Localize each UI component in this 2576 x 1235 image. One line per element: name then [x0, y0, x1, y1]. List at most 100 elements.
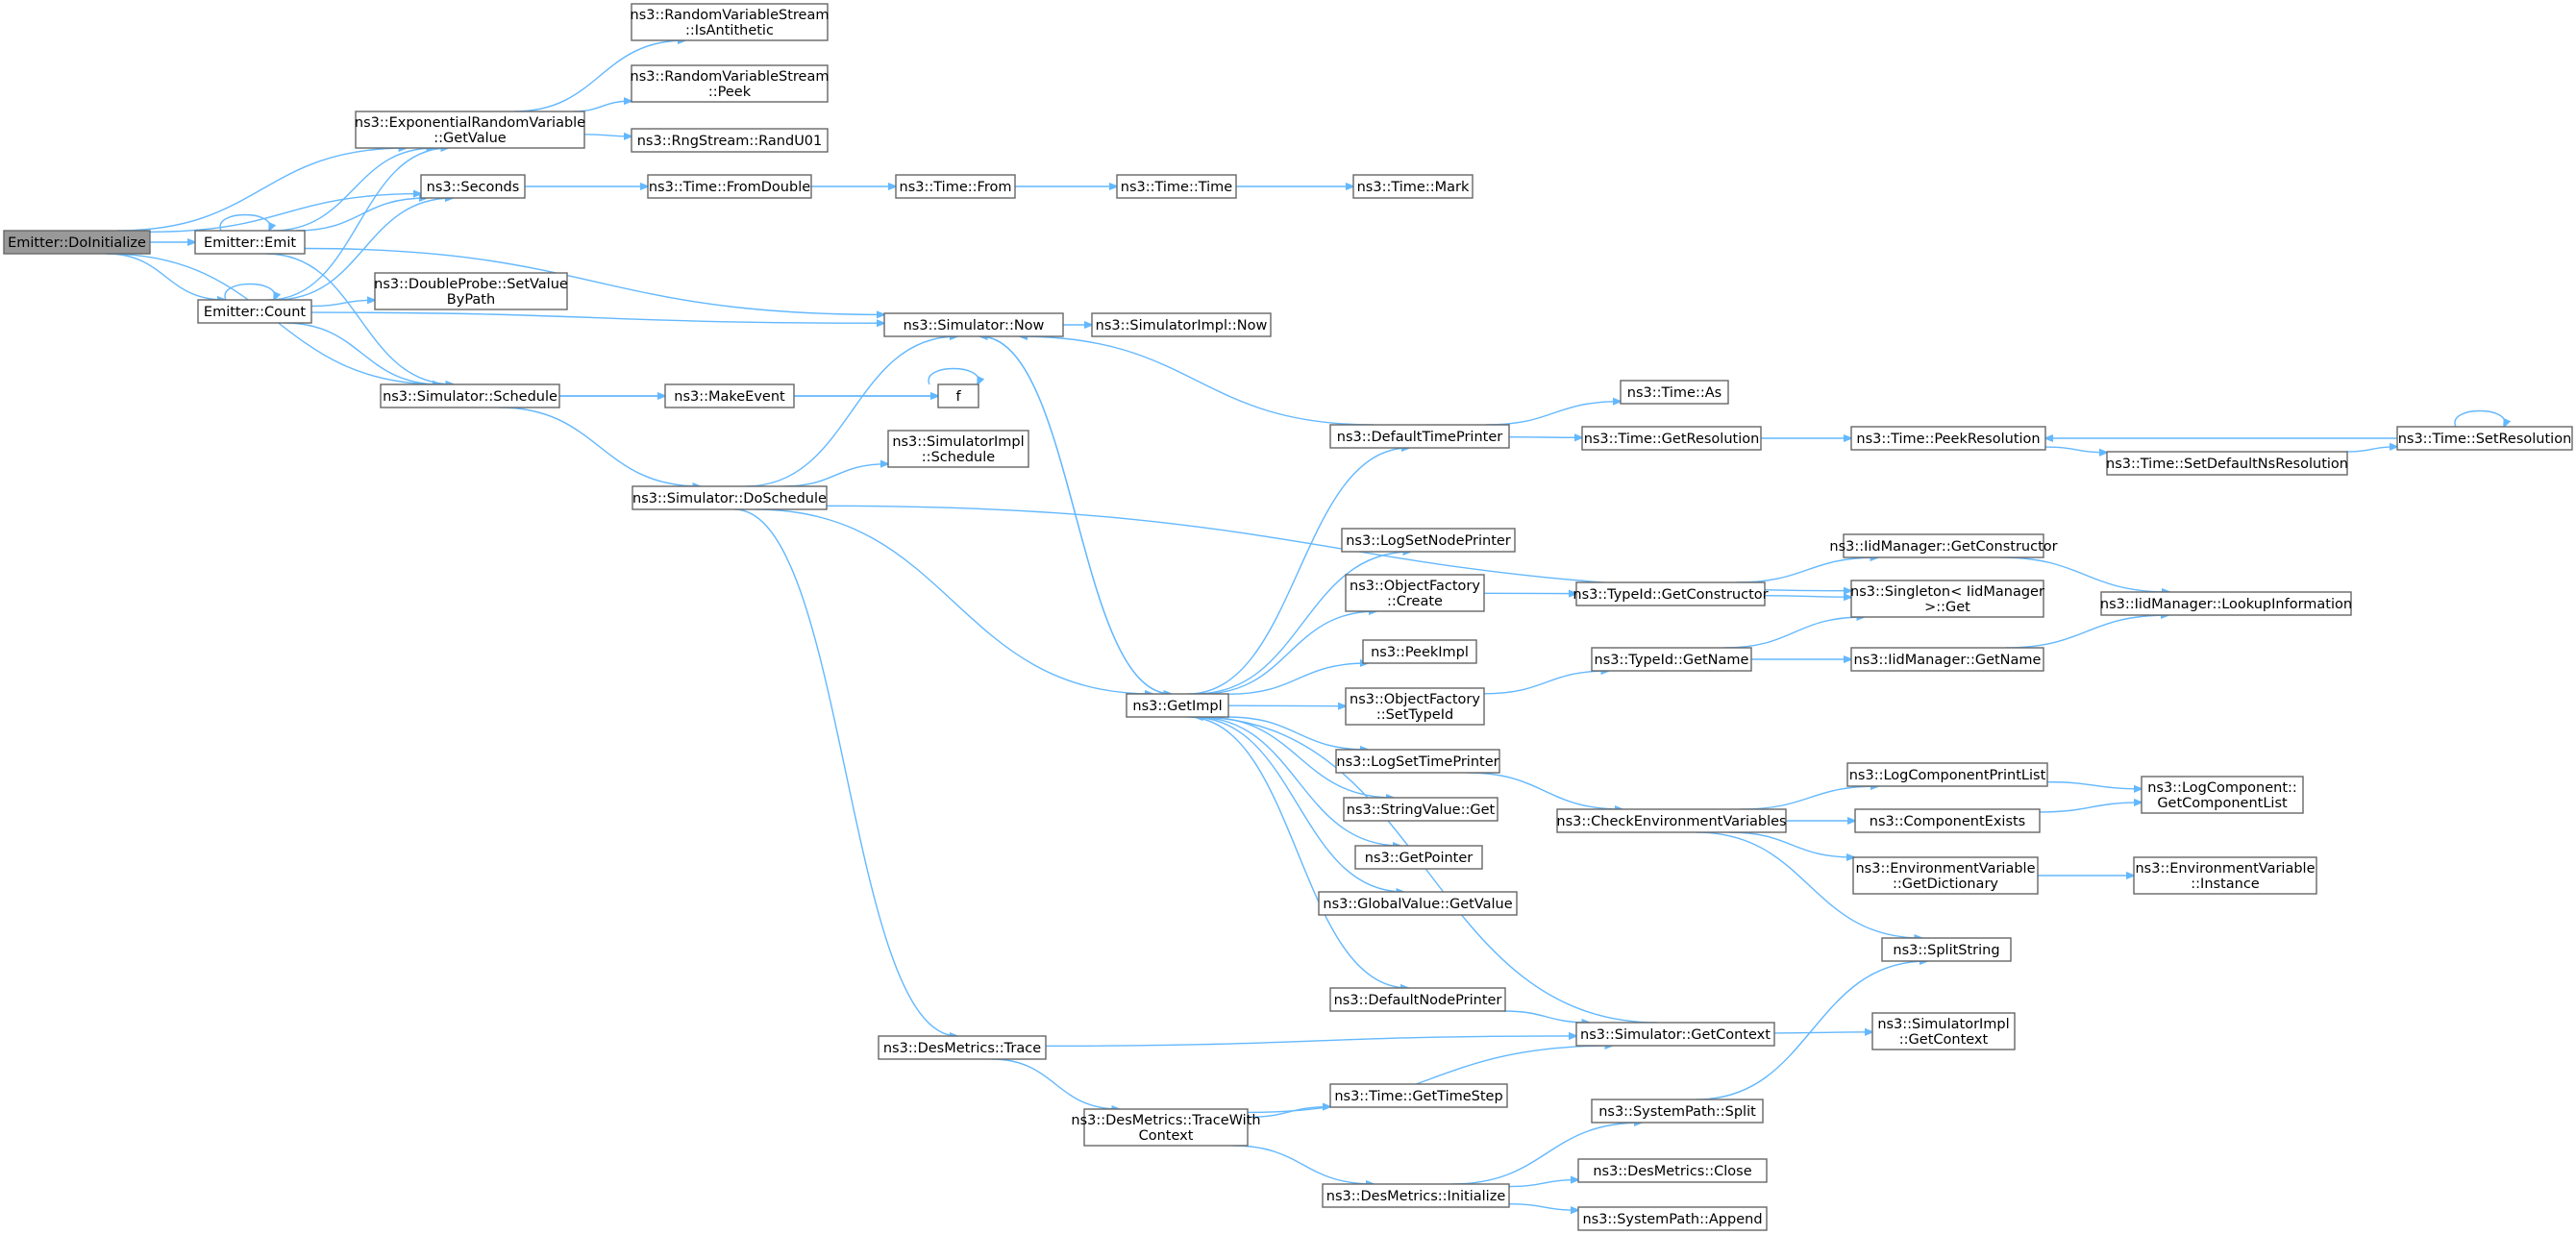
node-time-mark[interactable]: ns3::Time::Mark	[1352, 174, 1474, 199]
node-label: ns3::DoubleProbe::SetValue	[374, 277, 568, 292]
node-label: ns3::CheckEnvironmentVariables	[1556, 814, 1786, 829]
node-f[interactable]: f	[937, 383, 979, 408]
edge-emit-to-seconds	[295, 198, 427, 232]
node-root[interactable]: Emitter::DoInitialize	[3, 230, 151, 255]
node-sim-schedule[interactable]: ns3::Simulator::Schedule	[380, 383, 560, 408]
edge-logsettimeprinter-to-checkenv	[1467, 772, 1622, 809]
node-envvar-instance[interactable]: ns3::EnvironmentVariable::Instance	[2133, 856, 2317, 895]
node-getpointer[interactable]: ns3::GetPointer	[1354, 845, 1483, 870]
node-box	[1329, 424, 1510, 449]
edge-desmetrics-tracewith-to-desmetrics-init	[1232, 1145, 1374, 1184]
node-logsetnodeprinter[interactable]: ns3::LogSetNodePrinter	[1341, 528, 1516, 553]
node-time-time[interactable]: ns3::Time::Time	[1116, 174, 1237, 199]
node-logcompprintlist[interactable]: ns3::LogComponentPrintList	[1846, 762, 2048, 787]
node-iid-getconstructor[interactable]: ns3::IidManager::GetConstructor	[1829, 533, 2058, 558]
node-stringvalue-get[interactable]: ns3::StringValue::Get	[1343, 797, 1499, 822]
node-sim-getcontext[interactable]: ns3::Simulator::GetContext	[1575, 1022, 1775, 1047]
node-componentexists[interactable]: ns3::ComponentExists	[1854, 808, 2041, 833]
node-splitstring[interactable]: ns3::SplitString	[1881, 937, 2012, 962]
node-sim-doschedule[interactable]: ns3::Simulator::DoSchedule	[632, 485, 828, 510]
node-label: ns3::Time::FromDouble	[649, 180, 810, 195]
node-simimpl-schedule[interactable]: ns3::SimulatorImpl::Schedule	[887, 430, 1029, 468]
node-label: ns3::Time::Time	[1121, 180, 1233, 195]
node-desmetrics-init[interactable]: ns3::DesMetrics::Initialize	[1322, 1183, 1510, 1208]
edge-componentexists-to-logcomp-getlist	[2039, 803, 2142, 813]
node-label: ns3::Time::SetDefaultNsResolution	[2106, 457, 2348, 472]
node-time-as[interactable]: ns3::Time::As	[1620, 380, 1729, 405]
edge-desmetrics-tracewith-to-sim-getcontext	[1247, 1046, 1612, 1114]
node-logcomp-getlist[interactable]: ns3::LogComponent::GetComponentList	[2141, 776, 2304, 814]
node-label: ns3::StringValue::Get	[1347, 803, 1496, 818]
node-iid-getname[interactable]: ns3::IidManager::GetName	[1850, 647, 2044, 672]
edge-typeid-getconstructor-to-singleton-get	[1764, 596, 1851, 598]
node-emit[interactable]: Emitter::Emit	[194, 230, 306, 255]
edge-defaultnodeprinter-to-sim-getcontext	[1503, 1010, 1589, 1023]
node-time-getres[interactable]: ns3::Time::GetResolution	[1581, 426, 1762, 451]
node-label: ns3::GetImpl	[1132, 699, 1222, 714]
node-time-fromdouble[interactable]: ns3::Time::FromDouble	[647, 174, 812, 199]
node-desmetrics-trace[interactable]: ns3::DesMetrics::Trace	[878, 1035, 1047, 1060]
node-label: ns3::Singleton< IidManager	[1850, 584, 2044, 600]
node-peekimpl[interactable]: ns3::PeekImpl	[1362, 639, 1477, 664]
node-simimpl-getcontext[interactable]: ns3::SimulatorImpl::GetContext	[1871, 1012, 2016, 1050]
node-time-setres[interactable]: ns3::Time::SetResolution	[2396, 426, 2573, 451]
edge-sim-getcontext-to-simimpl-getcontext	[1773, 1032, 1872, 1033]
node-box	[380, 383, 560, 408]
edge-emit-to-emit	[219, 213, 270, 232]
node-label: ns3::DesMetrics::Close	[1593, 1164, 1751, 1179]
node-of-create[interactable]: ns3::ObjectFactory::Create	[1345, 574, 1485, 612]
node-systempath-append[interactable]: ns3::SystemPath::Append	[1577, 1206, 1768, 1231]
edge-getimpl-to-defaultnodeprinter	[1186, 716, 1408, 988]
node-time-gettimestep[interactable]: ns3::Time::GetTimeStep	[1329, 1083, 1508, 1108]
edge-getimpl-to-getpointer	[1196, 716, 1400, 846]
node-rng-randu01[interactable]: ns3::RngStream::RandU01	[631, 128, 829, 153]
node-label: ns3::Seconds	[427, 180, 520, 195]
node-erv-getvalue[interactable]: ns3::ExponentialRandomVariable::GetValue	[355, 111, 585, 149]
node-envvar-getdict[interactable]: ns3::EnvironmentVariable::GetDictionary	[1852, 856, 2039, 895]
node-time-from[interactable]: ns3::Time::From	[895, 174, 1016, 199]
node-label: ns3::GetPointer	[1365, 851, 1474, 866]
node-singleton-get[interactable]: ns3::Singleton< IidManager>::Get	[1850, 580, 2044, 618]
edge-getimpl-to-logsetnodeprinter	[1195, 552, 1411, 695]
node-rvs-peek[interactable]: ns3::RandomVariableStream::Peek	[631, 64, 830, 103]
node-makeevent[interactable]: ns3::MakeEvent	[664, 383, 795, 408]
edge-iid-getname-to-iid-lookup	[2004, 615, 2168, 649]
node-label: ns3::LogSetTimePrinter	[1336, 754, 1499, 770]
node-label: ns3::SplitString	[1893, 943, 1999, 958]
node-simimpl-now[interactable]: ns3::SimulatorImpl::Now	[1091, 312, 1272, 337]
edge-root-to-erv-getvalue	[116, 148, 407, 232]
node-label: ::GetDictionary	[1893, 877, 1998, 892]
node-box	[1335, 749, 1500, 774]
node-typeid-getname[interactable]: ns3::TypeId::GetName	[1591, 647, 1752, 672]
node-time-peekres[interactable]: ns3::Time::PeekResolution	[1850, 426, 2046, 451]
node-checkenv[interactable]: ns3::CheckEnvironmentVariables	[1556, 808, 1787, 833]
node-of-settypeid[interactable]: ns3::ObjectFactory::SetTypeId	[1345, 687, 1485, 726]
edge-desmetrics-tracewith-to-time-gettimestep	[1247, 1107, 1330, 1119]
edge-sim-doschedule-to-desmetrics-trace	[734, 508, 957, 1036]
node-rvs-isanti[interactable]: ns3::RandomVariableStream::IsAntithetic	[631, 3, 830, 41]
node-desmetrics-close[interactable]: ns3::DesMetrics::Close	[1577, 1158, 1768, 1183]
edge-count-to-dp-setvalue	[310, 300, 375, 308]
node-count[interactable]: Emitter::Count	[197, 299, 312, 324]
node-globalvalue-getvalue[interactable]: ns3::GlobalValue::GetValue	[1318, 891, 1518, 916]
edge-time-peekres-to-time-setdefns	[2044, 446, 2107, 453]
node-systempath-split[interactable]: ns3::SystemPath::Split	[1591, 1099, 1764, 1124]
node-iid-lookup[interactable]: ns3::IidManager::LookupInformation	[2100, 591, 2352, 616]
node-time-setdefns[interactable]: ns3::Time::SetDefaultNsResolution	[2106, 451, 2348, 476]
node-sim-now[interactable]: ns3::Simulator::Now	[883, 312, 1064, 337]
node-box	[895, 174, 1016, 199]
node-box	[197, 299, 312, 324]
node-seconds[interactable]: ns3::Seconds	[420, 174, 526, 199]
node-label: ns3::Simulator::GetContext	[1580, 1027, 1771, 1043]
node-label: ns3::LogComponent::	[2147, 780, 2297, 796]
node-logsettimeprinter[interactable]: ns3::LogSetTimePrinter	[1335, 749, 1500, 774]
node-label: Emitter::Emit	[204, 235, 296, 251]
node-defaulttimeprinter[interactable]: ns3::DefaultTimePrinter	[1329, 424, 1510, 449]
node-defaultnodeprinter[interactable]: ns3::DefaultNodePrinter	[1329, 987, 1506, 1012]
node-typeid-getconstructor[interactable]: ns3::TypeId::GetConstructor	[1573, 581, 1769, 606]
node-getimpl[interactable]: ns3::GetImpl	[1126, 693, 1229, 718]
node-box	[2396, 426, 2573, 451]
